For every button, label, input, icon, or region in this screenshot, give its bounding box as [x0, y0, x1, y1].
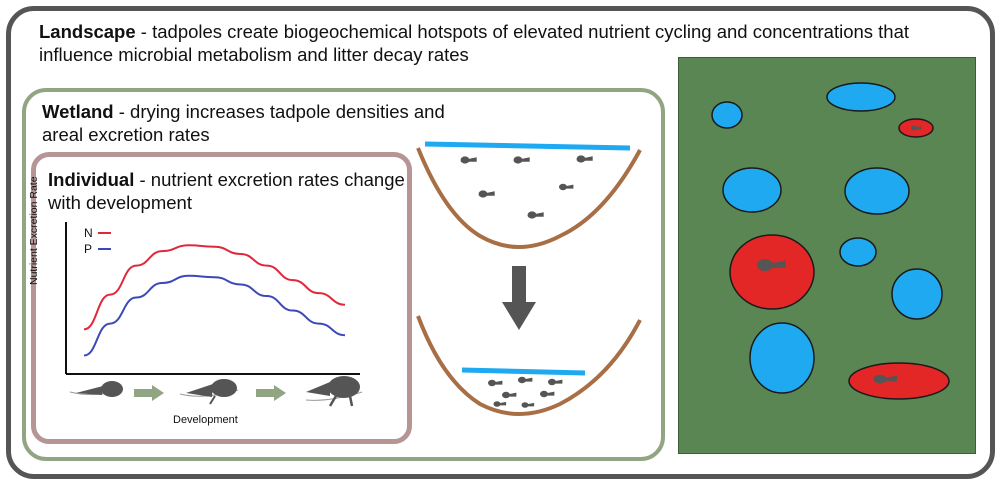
tadpole-icon: [493, 401, 507, 407]
development-sequence: [69, 376, 363, 407]
tadpole-icon: [559, 183, 574, 191]
landscape-caption: Landscape - tadpoles create biogeochemic…: [39, 20, 919, 66]
legend-label-p: P: [84, 242, 93, 256]
water-surface: [461, 367, 586, 376]
right-arrow-icon: [134, 385, 164, 401]
individual-caption: Individual - nutrient excretion rates ch…: [48, 168, 408, 214]
pond: [722, 167, 782, 213]
pond: [844, 167, 910, 215]
chart-series: [83, 244, 346, 357]
wetland-caption: Wetland - drying increases tadpole densi…: [42, 100, 462, 146]
down-arrow-icon: [502, 266, 536, 330]
tadpole-stage-mid: [179, 379, 239, 405]
individual-title: Individual: [48, 169, 135, 190]
right-arrow-icon: [256, 385, 286, 401]
wetland-title: Wetland: [42, 101, 114, 122]
hotspot-pond: [848, 362, 950, 400]
wetland-panel: [22, 88, 665, 461]
pond: [891, 268, 943, 320]
tadpole-icon: [478, 190, 495, 198]
landscape-ponds: [711, 82, 950, 400]
individual-panel: [31, 152, 412, 444]
chart-axes: [65, 222, 360, 375]
tadpole-icon: [576, 155, 593, 163]
tadpole-icon: [488, 379, 503, 387]
tadpole-icon: [460, 156, 477, 164]
tadpole-icon: [548, 378, 563, 386]
wetland-description: - drying increases tadpole densities and…: [42, 101, 445, 145]
series-line-n: [83, 244, 346, 331]
pond: [826, 82, 896, 112]
tadpole-icon: [502, 391, 517, 399]
pond: [749, 322, 815, 394]
pond-cross-section-icon: [416, 147, 642, 249]
legend-label-n: N: [84, 226, 93, 240]
y-axis-label: Nutrient Excretion Rate: [28, 176, 40, 285]
pond: [711, 101, 743, 129]
pond-dried: [416, 315, 642, 416]
series-line-p: [83, 274, 346, 357]
landscape-title: Landscape: [39, 21, 136, 42]
landscape-description: - tadpoles create biogeochemical hotspot…: [39, 21, 910, 65]
pond-full: [416, 141, 642, 249]
water-surface: [424, 141, 631, 151]
tadpole-icon: [540, 390, 555, 398]
tadpole-icon: [518, 376, 533, 384]
tadpole-icon: [527, 211, 544, 219]
pond: [839, 237, 877, 267]
tadpole-stage-early: [69, 381, 123, 397]
x-axis-label: Development: [173, 414, 238, 426]
pond-cross-section-icon: [416, 315, 642, 416]
individual-description: - nutrient excretion rates change with d…: [48, 169, 405, 213]
tadpole-icon: [521, 402, 535, 408]
hotspot-pond: [729, 234, 815, 310]
tadpole-icon: [513, 156, 530, 164]
tadpole-stage-late: [305, 376, 363, 407]
